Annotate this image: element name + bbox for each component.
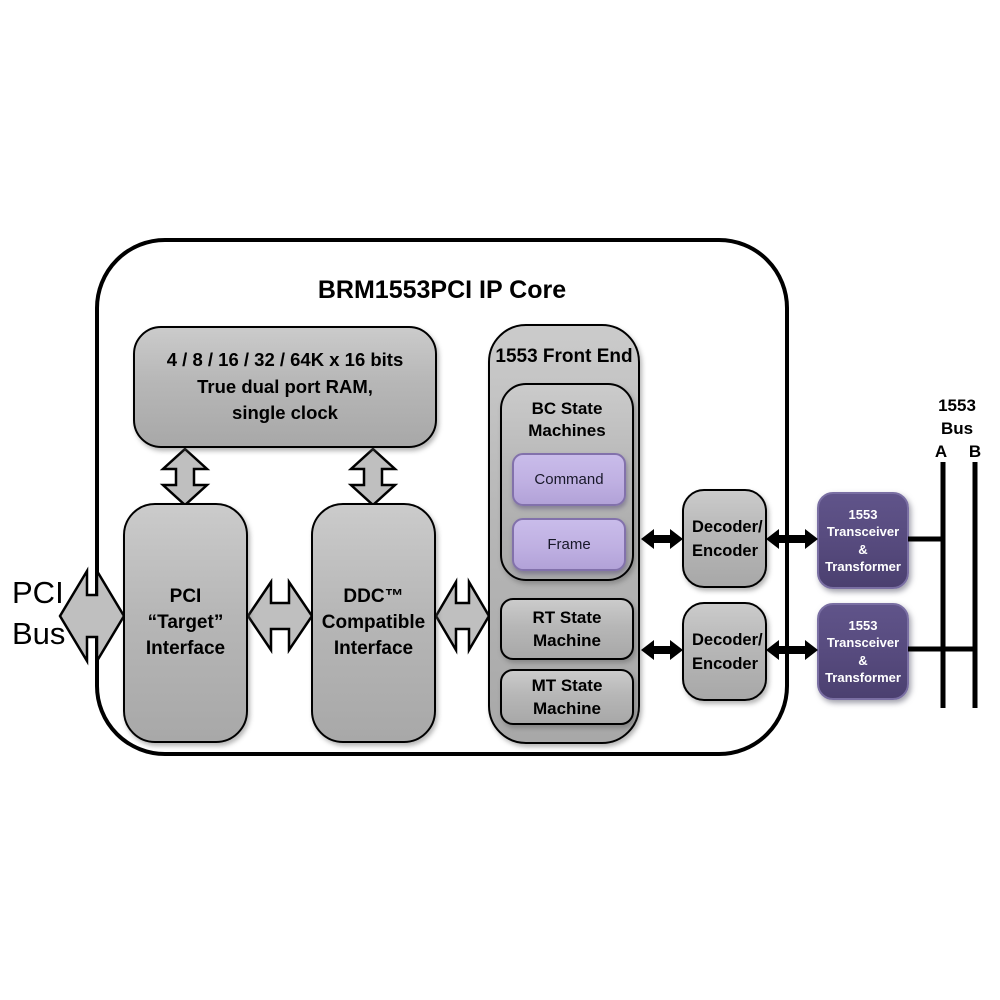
decoder-transceiver-top-arrow bbox=[766, 529, 818, 549]
ram-line-1: 4 / 8 / 16 / 32 / 64K x 16 bits bbox=[166, 349, 404, 371]
bus-a-label: A bbox=[934, 442, 948, 461]
frontend-decoder-bottom-arrow bbox=[641, 640, 683, 660]
frontend-decoder-top-arrow bbox=[641, 529, 683, 549]
decoder-bottom-line-1: Decoder/ bbox=[692, 630, 763, 649]
command-label: Command bbox=[534, 471, 604, 488]
bc-state-machines-box: BC State Machines Command Frame bbox=[500, 383, 634, 581]
transceiver-bottom-line-4: Transformer bbox=[825, 670, 901, 685]
transceiver-top-line-2: Transceiver bbox=[826, 524, 900, 539]
frame-box: Frame bbox=[512, 518, 626, 571]
ip-core-container bbox=[95, 238, 789, 756]
ddc-iface-line-1: DDC™ bbox=[343, 586, 404, 607]
rt-state-machine-box: RT State Machine bbox=[500, 598, 634, 660]
ddc-iface-line-2: Compatible bbox=[321, 612, 426, 633]
ip-core-title: BRM1553PCI IP Core bbox=[317, 276, 567, 304]
bus-1553-label: 1553 bbox=[938, 396, 976, 415]
pci-bus-label: PCI Bus bbox=[12, 572, 65, 654]
decoder-encoder-top-box: Decoder/ Encoder bbox=[682, 489, 767, 588]
mt-line-2: Machine bbox=[532, 699, 602, 718]
frame-label: Frame bbox=[547, 536, 591, 553]
pci-iface-line-2: “Target” bbox=[147, 612, 224, 633]
decoder-encoder-bottom-box: Decoder/ Encoder bbox=[682, 602, 767, 701]
ddc-iface-line-3: Interface bbox=[333, 638, 414, 659]
bc-state-machines-title: BC State Machines bbox=[502, 398, 632, 442]
command-box: Command bbox=[512, 453, 626, 506]
ram-line-2: True dual port RAM, bbox=[197, 375, 373, 397]
pci-bus-line-2: Bus bbox=[12, 616, 66, 651]
pci-target-interface-box: PCI “Target” Interface bbox=[123, 503, 248, 743]
mt-line-1: MT State bbox=[531, 676, 603, 695]
transceiver-bottom-line-3: & bbox=[858, 652, 868, 668]
decoder-bottom-line-2: Encoder bbox=[692, 654, 759, 673]
transceiver-top-box: 1553 Transceiver & Transformer bbox=[817, 492, 909, 589]
pci-iface-line-1: PCI bbox=[169, 586, 202, 607]
bc-title-line-1: BC State bbox=[531, 399, 603, 418]
front-end-box: 1553 Front End BC State Machines Command… bbox=[488, 324, 640, 744]
decoder-top-line-2: Encoder bbox=[692, 541, 759, 560]
bus-1553-label-line2: Bus bbox=[940, 419, 974, 438]
ram-box: 4 / 8 / 16 / 32 / 64K x 16 bits True dua… bbox=[133, 326, 437, 448]
rt-line-2: Machine bbox=[532, 631, 602, 650]
bc-title-line-2: Machines bbox=[528, 421, 606, 440]
transceiver-bottom-box: 1553 Transceiver & Transformer bbox=[817, 603, 909, 700]
ram-line-3: single clock bbox=[232, 402, 338, 424]
transceiver-bottom-line-2: Transceiver bbox=[826, 635, 900, 650]
pci-bus-line-1: PCI bbox=[12, 575, 64, 610]
mt-state-machine-box: MT State Machine bbox=[500, 669, 634, 725]
decoder-transceiver-bottom-arrow bbox=[766, 640, 818, 660]
front-end-title: 1553 Front End bbox=[495, 346, 633, 367]
pci-iface-line-3: Interface bbox=[145, 638, 226, 659]
bus-b-label: B bbox=[968, 442, 982, 461]
ddc-compatible-interface-box: DDC™ Compatible Interface bbox=[311, 503, 436, 743]
transceiver-bottom-line-1: 1553 bbox=[848, 617, 878, 633]
decoder-top-line-1: Decoder/ bbox=[692, 517, 763, 536]
transceiver-top-line-4: Transformer bbox=[825, 559, 901, 574]
rt-line-1: RT State bbox=[532, 608, 602, 627]
transceiver-top-line-1: 1553 bbox=[848, 506, 878, 522]
transceiver-top-line-3: & bbox=[858, 541, 868, 557]
